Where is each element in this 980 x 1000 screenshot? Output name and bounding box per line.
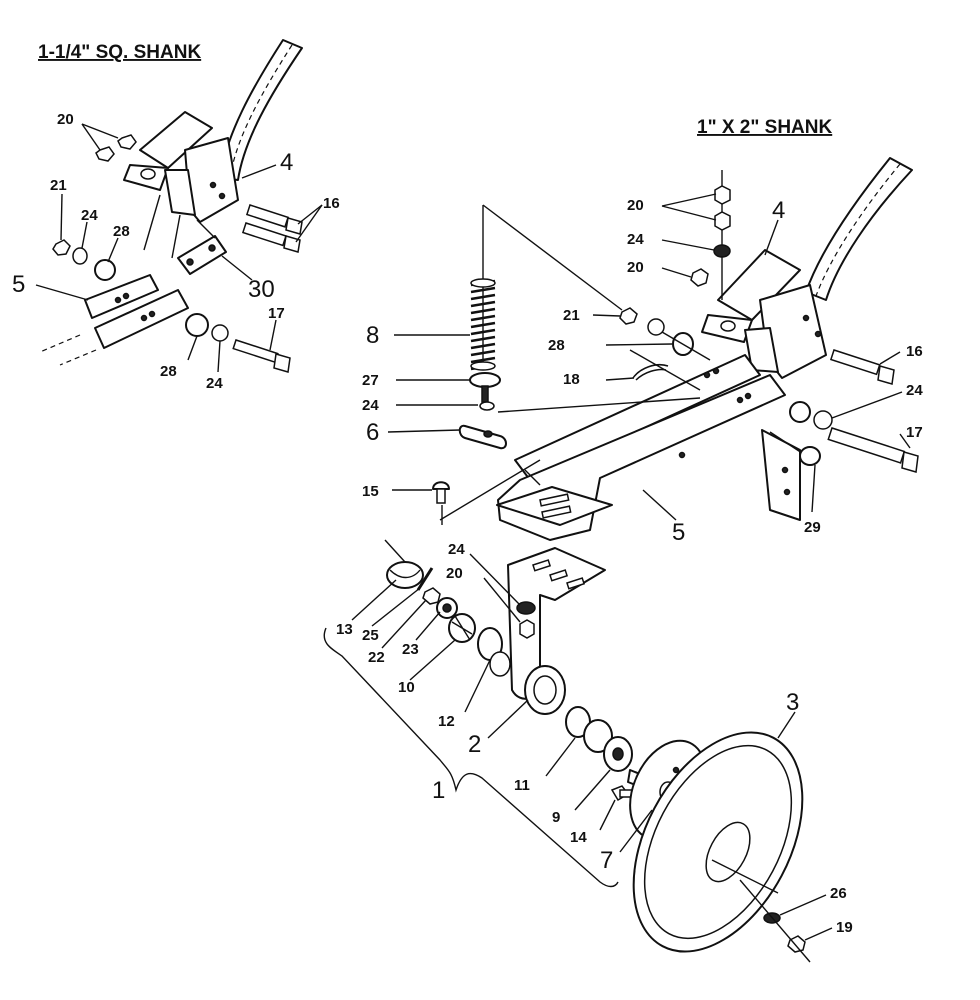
callout-29: 29 (804, 519, 821, 536)
callout-27: 27 (362, 372, 379, 389)
right-washer-24 (713, 244, 731, 258)
left-washer-24b (211, 324, 229, 342)
right-bolt-15 (432, 481, 450, 504)
left-spacer-28b (185, 313, 209, 337)
callout-25: 25 (362, 627, 379, 644)
right-nut-20b (714, 211, 731, 231)
callout-9: 9 (552, 809, 560, 826)
right-washer-24-upper (647, 318, 665, 336)
right-arm-plate (496, 486, 613, 526)
callout-14: 14 (570, 829, 587, 846)
callout-11: 11 (514, 777, 530, 794)
callout-24: 24 (81, 207, 98, 224)
right-washer-27 (469, 372, 501, 388)
callout-13: 13 (336, 621, 353, 638)
left-nut-21 (52, 239, 71, 256)
left-bolt-16b (241, 222, 301, 253)
left-washer-24a (72, 247, 88, 265)
callout-30: 30 (248, 276, 275, 303)
callout-4-right: 4 (772, 197, 785, 224)
callout-18: 18 (563, 371, 580, 388)
right-nut-20a (714, 185, 731, 205)
disc-assembly: 24 20 13 25 22 23 10 12 2 11 9 14 7 1 3 … (323, 539, 853, 963)
callout-28-lower: 28 (160, 363, 177, 380)
callout-22: 22 (368, 649, 385, 666)
callout-28: 28 (113, 223, 130, 240)
left-shank (219, 39, 303, 181)
left-clamp-top (139, 111, 213, 169)
callout-24-right: 24 (906, 382, 923, 399)
left-bolt-17 (232, 339, 291, 373)
right-spacer (789, 401, 811, 423)
callout-15: 15 (362, 483, 379, 500)
right-nut-21 (619, 307, 638, 325)
callout-10: 10 (398, 679, 415, 696)
hub-nut-20 (519, 619, 535, 639)
callout-21-right: 21 (563, 307, 580, 324)
callout-24-a: 24 (627, 231, 644, 248)
callout-16: 16 (323, 195, 340, 212)
callout-4: 4 (280, 149, 293, 176)
callout-1: 1 (432, 777, 445, 804)
callout-7: 7 (600, 847, 613, 874)
heading-sq-shank: 1-1/4" SQ. SHANK (38, 42, 201, 63)
callout-12: 12 (438, 713, 455, 730)
callout-17: 17 (268, 305, 285, 322)
left-nut-20a (117, 134, 137, 150)
callout-24-lower: 24 (206, 375, 223, 392)
right-washer-24c (479, 401, 495, 411)
assembly-bracket-1 (323, 627, 619, 888)
right-shank (805, 157, 913, 301)
right-arm-5-top (514, 354, 761, 481)
right-washer-24b (813, 410, 833, 430)
right-bolt-17 (827, 427, 919, 473)
left-bolt-16a (245, 204, 303, 235)
left-arm-5a (84, 274, 159, 319)
right-bracket-29 (761, 429, 801, 521)
callout-8: 8 (366, 322, 379, 349)
right-clamp-top (717, 249, 801, 321)
left-plate-30 (177, 235, 227, 275)
callout-20: 20 (57, 111, 74, 128)
heading-1x2-shank: 1" X 2" SHANK (697, 117, 832, 138)
callout-5: 5 (12, 271, 25, 298)
left-assembly: 20 21 24 28 4 16 5 30 28 24 17 (12, 39, 340, 392)
right-assembly: 20 24 20 4 21 28 18 16 24 17 8 27 24 6 1… (362, 157, 923, 546)
callout-20-hub: 20 (446, 565, 463, 582)
right-pin-18 (632, 364, 669, 381)
right-nut-20c (690, 268, 709, 287)
callout-20-a: 20 (627, 197, 644, 214)
right-bolt-16 (829, 349, 895, 385)
callout-5-right: 5 (672, 519, 685, 546)
callout-28-right: 28 (548, 337, 565, 354)
nut-22 (422, 587, 441, 605)
right-spring-8 (470, 205, 496, 371)
callout-2: 2 (468, 731, 481, 758)
hub-washer-24 (516, 601, 536, 615)
nut-19 (787, 935, 806, 953)
callout-20-b: 20 (627, 259, 644, 276)
callout-24-c: 24 (362, 397, 379, 414)
callout-26: 26 (830, 885, 847, 902)
left-nut-20b (95, 146, 115, 162)
callout-24-hub: 24 (448, 541, 465, 558)
cotter-pin-25 (416, 567, 434, 591)
callout-17-right: 17 (906, 424, 923, 441)
callout-19: 19 (836, 919, 853, 936)
callout-21: 21 (50, 177, 67, 194)
callout-23: 23 (402, 641, 419, 658)
callout-3: 3 (786, 689, 799, 716)
callout-6: 6 (366, 419, 379, 446)
callout-16-right: 16 (906, 343, 923, 360)
left-spacer-28a (94, 259, 116, 281)
right-pivot-6 (458, 424, 507, 450)
